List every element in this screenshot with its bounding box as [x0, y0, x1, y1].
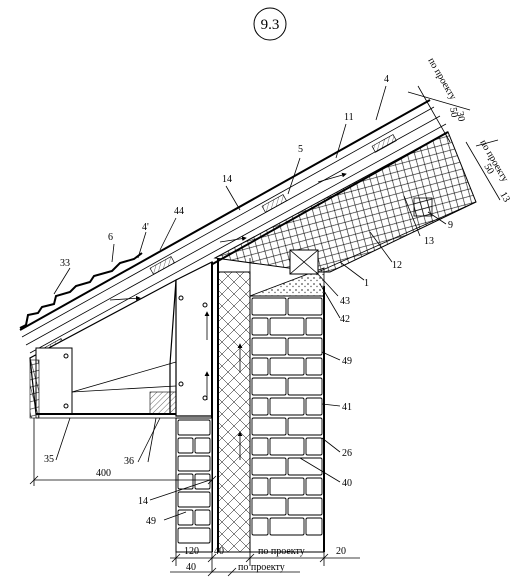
brick	[269, 357, 305, 376]
brick	[287, 457, 323, 476]
callout-14-top: 14	[222, 174, 232, 185]
brick	[251, 417, 287, 436]
brick	[177, 437, 194, 454]
callout-1: 1	[364, 278, 369, 289]
callout-36: 36	[124, 456, 134, 467]
brick	[251, 297, 287, 316]
eave-soffit	[29, 278, 177, 419]
callout-5: 5	[298, 144, 303, 155]
wall-cap	[249, 249, 325, 297]
sheet-number-badge: 9.3	[253, 7, 287, 41]
dim-right-13: 13	[497, 190, 512, 204]
brick	[305, 437, 323, 456]
dim-top-project: по проекту	[425, 56, 458, 102]
brick	[251, 317, 269, 336]
brick	[251, 337, 287, 356]
brick	[305, 517, 323, 536]
wall-insulation-column	[204, 258, 251, 553]
dim-right-project: по проекту	[477, 138, 510, 184]
callout-labels: 4 11 5 14 44 6 4' 33 9 13 12 1 43 42 49 …	[44, 74, 453, 527]
dim-right-50: 50	[481, 162, 496, 176]
brick	[177, 527, 211, 544]
brick	[251, 457, 287, 476]
dim-top-30: 30	[454, 111, 467, 123]
callout-4: 4	[384, 74, 389, 85]
callout-35: 35	[44, 454, 54, 465]
brick	[287, 497, 323, 516]
sheet-number: 9.3	[261, 17, 280, 33]
brick	[194, 509, 211, 526]
brick	[251, 477, 269, 496]
callout-44: 44	[174, 206, 184, 217]
callout-41: 41	[342, 402, 352, 413]
dim-base-20: 20	[336, 546, 346, 557]
callout-33: 33	[60, 258, 70, 269]
brick	[177, 473, 194, 490]
brick	[305, 317, 323, 336]
brick	[305, 397, 323, 416]
brick	[251, 357, 269, 376]
roof-insulation	[213, 131, 477, 273]
brick	[269, 437, 305, 456]
callout-49-right: 49	[342, 356, 352, 367]
callout-43: 43	[340, 296, 350, 307]
brick	[269, 517, 305, 536]
callout-42: 42	[340, 314, 350, 325]
callout-11: 11	[344, 112, 354, 123]
brick	[269, 477, 305, 496]
dim-base-project-upper: по проекту	[258, 546, 305, 557]
brick	[305, 357, 323, 376]
callout-leaders	[53, 85, 447, 521]
brick	[305, 477, 323, 496]
brick	[269, 317, 305, 336]
dim-base-40-upper: 40	[214, 546, 224, 557]
brick	[177, 491, 211, 508]
brick	[177, 455, 211, 472]
dim-base-120: 120	[184, 546, 199, 557]
inner-brick-wall	[249, 286, 325, 553]
dim-eave-400: 400	[96, 468, 111, 479]
brick	[251, 497, 287, 516]
brick	[287, 297, 323, 316]
callout-40: 40	[342, 478, 352, 489]
brick	[194, 473, 211, 490]
callout-4-prime: 4'	[142, 222, 149, 233]
brick	[287, 417, 323, 436]
dim-base-40-lower: 40	[186, 562, 196, 573]
dimension-base: 120 40 по проекту 20 40 по проекту	[170, 546, 360, 577]
callout-12: 12	[392, 260, 402, 271]
brick	[287, 377, 323, 396]
dimension-eave: 400	[29, 418, 217, 486]
callout-6: 6	[108, 232, 113, 243]
brick	[251, 377, 287, 396]
dim-top-50: 50	[447, 107, 460, 119]
callout-13: 13	[424, 236, 434, 247]
dimension-top-right: по проекту 50 30	[407, 56, 471, 143]
brick	[251, 437, 269, 456]
callout-26: 26	[342, 448, 352, 459]
brick	[287, 337, 323, 356]
brick	[194, 437, 211, 454]
dim-base-project-lower: по проекту	[238, 562, 285, 573]
callout-9: 9	[448, 220, 453, 231]
brick	[177, 419, 211, 436]
brick	[251, 397, 269, 416]
brick	[269, 397, 305, 416]
callout-14-bottom: 14	[138, 496, 148, 507]
callout-49-left: 49	[146, 516, 156, 527]
brick	[251, 517, 269, 536]
